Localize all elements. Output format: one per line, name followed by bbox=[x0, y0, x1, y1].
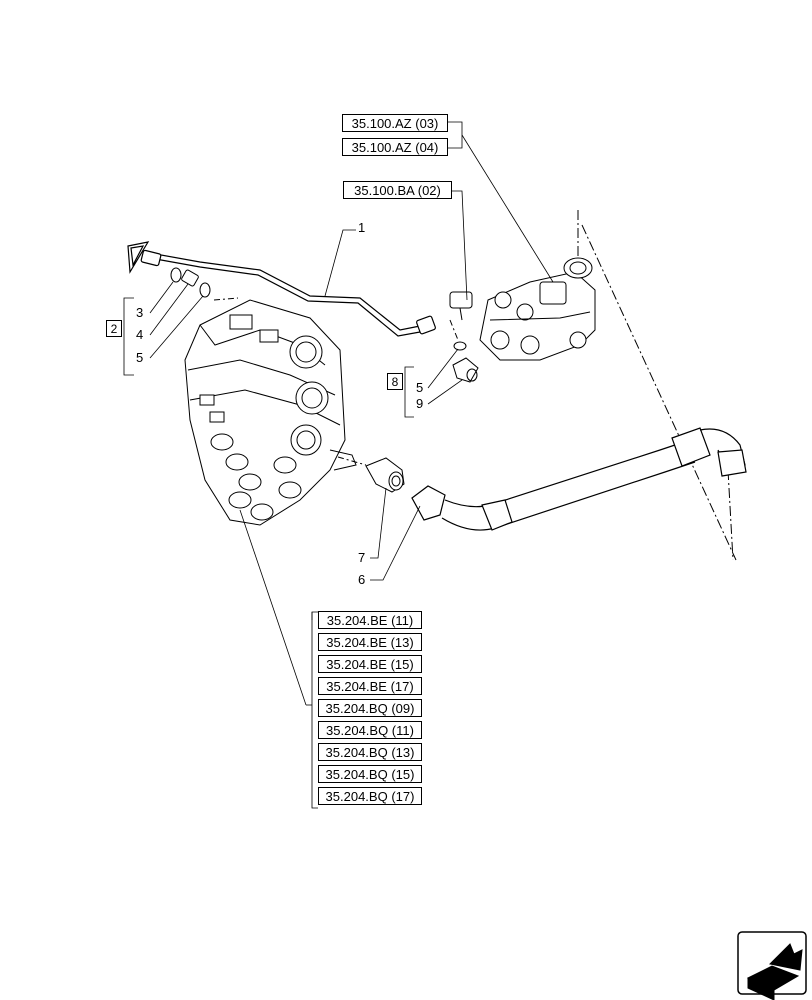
callout-4: 4 bbox=[136, 327, 144, 342]
o-ring-5 bbox=[199, 282, 211, 298]
navigation-arrow-icon bbox=[737, 931, 807, 1000]
adapter-7 bbox=[365, 457, 405, 493]
valve-assembly-right bbox=[479, 257, 596, 361]
ref-35-204-be-13[interactable]: 35.204.BE (13) bbox=[318, 633, 422, 651]
ref-35-204-bq-09[interactable]: 35.204.BQ (09) bbox=[318, 699, 422, 717]
ref-35-204-be-17[interactable]: 35.204.BE (17) bbox=[318, 677, 422, 695]
fitting-4 bbox=[181, 269, 199, 287]
callout-5-right: 5 bbox=[416, 380, 424, 395]
hose-6 bbox=[411, 427, 747, 531]
callout-9: 9 bbox=[416, 396, 424, 411]
callout-3: 3 bbox=[136, 305, 144, 320]
ref-35-100-az-04[interactable]: 35.100.AZ (04) bbox=[342, 138, 448, 156]
ref-35-204-be-15[interactable]: 35.204.BE (15) bbox=[318, 655, 422, 673]
ref-35-100-az-03[interactable]: 35.100.AZ (03) bbox=[342, 114, 448, 132]
centerline-right-diagonal bbox=[581, 224, 737, 561]
callout-6: 6 bbox=[358, 572, 366, 587]
callout-1: 1 bbox=[358, 220, 366, 235]
control-valve-block bbox=[184, 299, 357, 526]
group-box-2[interactable]: 2 bbox=[106, 320, 122, 337]
centerline-hose-end bbox=[727, 469, 734, 561]
o-ring-3 bbox=[170, 267, 182, 283]
ref-35-204-bq-11[interactable]: 35.204.BQ (11) bbox=[318, 721, 422, 739]
o-ring-5-right bbox=[453, 341, 467, 351]
ref-35-204-bq-17[interactable]: 35.204.BQ (17) bbox=[318, 787, 422, 805]
ref-35-100-ba-02[interactable]: 35.100.BA (02) bbox=[343, 181, 452, 199]
callout-7: 7 bbox=[358, 550, 366, 565]
pipe-1 bbox=[127, 241, 436, 337]
group-box-8[interactable]: 8 bbox=[387, 373, 403, 390]
leader-lines bbox=[123, 121, 554, 809]
callout-5-left: 5 bbox=[136, 350, 144, 365]
ref-35-204-bq-15[interactable]: 35.204.BQ (15) bbox=[318, 765, 422, 783]
elbow-fitting-9 bbox=[452, 357, 479, 383]
ref-35-204-bq-13[interactable]: 35.204.BQ (13) bbox=[318, 743, 422, 761]
ref-35-204-be-11[interactable]: 35.204.BE (11) bbox=[318, 611, 422, 629]
fitting-right-valve bbox=[449, 291, 473, 309]
